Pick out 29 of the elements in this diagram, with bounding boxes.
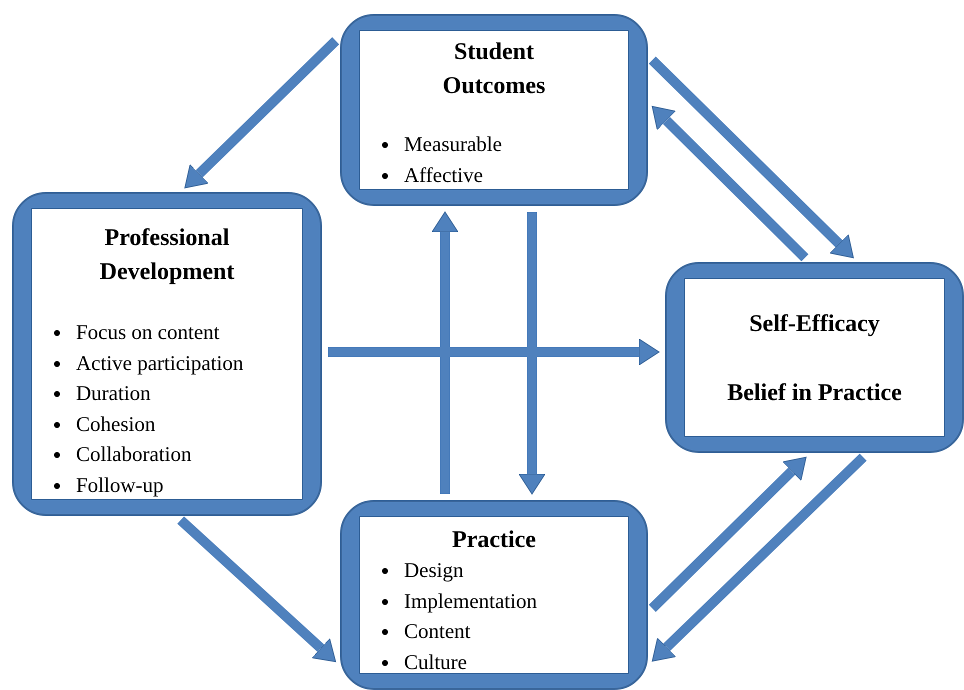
block-arrow [177,516,336,662]
bullet-item: Follow-up [76,472,164,498]
block-arrow [184,37,340,188]
rounded-box-frame [340,14,648,206]
block-arrow [432,212,458,494]
block-arrow [648,456,807,612]
rounded-box-frame [340,500,648,690]
box-heading: Student Outcomes [442,38,546,101]
bullet-item: Design [404,557,464,584]
block-arrow [518,212,546,494]
bullet-item: Duration [76,380,151,407]
bullet-item: Culture [404,648,467,676]
bullet-item: Active participation [76,350,244,376]
bullet-item: Measurable [404,131,502,158]
block-arrow [328,338,660,366]
box-heading: Practice [451,526,537,555]
block-arrow [652,454,867,662]
box-heading: Professional Development [98,224,236,287]
rounded-box-frame [12,192,322,516]
bullet-item: Focus on content [76,319,220,346]
bullet-item: Cohesion [76,410,156,438]
bullet-item: Content [404,618,470,645]
box-heading: Self-Efficacy [748,310,881,339]
box-heading: Belief in Practice [726,379,903,408]
block-arrow [648,56,854,258]
bullet-item: Implementation [404,588,537,614]
bullet-item: Collaboration [76,441,192,468]
bullet-item: Affective [404,162,483,188]
rounded-box-frame [665,262,964,453]
